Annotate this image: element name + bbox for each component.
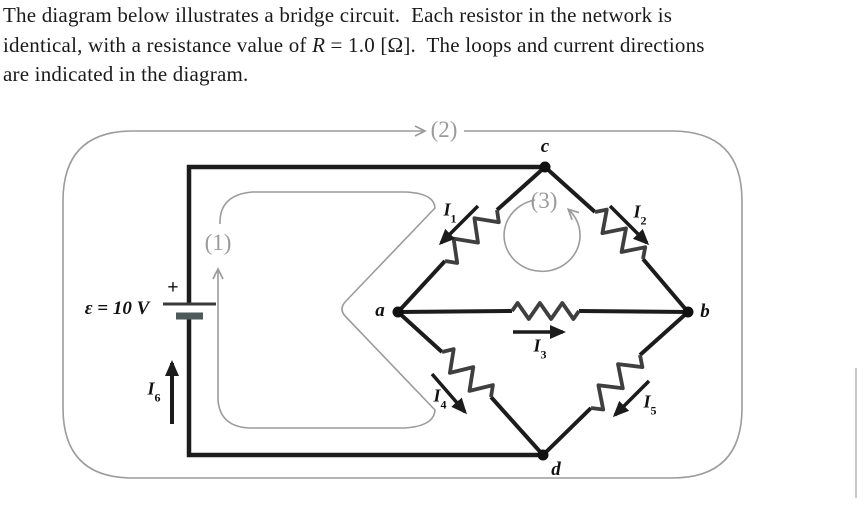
resistor-c-b: [594, 207, 648, 260]
current-label-i2: I2: [633, 201, 647, 228]
problem-statement: The diagram below illustrates a bridge c…: [3, 1, 856, 90]
node-label-c: c: [540, 136, 550, 157]
problem-line-2: identical, with a resistance value of R …: [3, 32, 705, 57]
resistor-b-d: [590, 354, 645, 412]
resistance-variable: R: [312, 32, 326, 57]
wire-battery-to-c: [186, 164, 545, 303]
node-a-dot: [392, 306, 404, 318]
current-label-i5: I5: [643, 391, 657, 418]
current-arrow-i5: [612, 379, 651, 418]
resistor-a-b: [510, 301, 581, 321]
screen-edge-artifact: [855, 368, 857, 498]
problem-line-3: are indicated in the diagram.: [3, 62, 249, 86]
wire-b-lower: [638, 310, 690, 357]
loop-label-1: (1): [204, 230, 232, 255]
current-arrow-i2: [608, 204, 650, 246]
wire-b-mid: [578, 309, 689, 314]
wire-c-a: [495, 165, 547, 212]
current-arrow-i1: [438, 204, 480, 246]
problem-line-1: The diagram below illustrates a bridge c…: [3, 3, 673, 27]
node-label-b: b: [700, 301, 710, 322]
battery-emf-label: ε = 10 V: [84, 298, 150, 319]
wire-c-b: [543, 165, 597, 214]
node-label-a: a: [375, 300, 385, 321]
node-b-dot: [682, 306, 694, 318]
node-label-d: d: [551, 459, 561, 480]
wire-d-right: [541, 406, 593, 457]
node-d-dot: [537, 449, 549, 461]
current-label-i4: I4: [433, 385, 447, 412]
current-arrow-i4: [430, 372, 467, 415]
current-label-i1: I1: [443, 199, 457, 226]
wire-b-upper: [641, 257, 690, 314]
node-c-dot: [539, 161, 551, 173]
loop1-path: [212, 191, 436, 429]
resistor-a-d: [441, 347, 495, 398]
current-label-i6: I6: [147, 378, 161, 405]
current-label-i3: I3: [533, 335, 547, 362]
wire-a-upper: [396, 259, 447, 314]
battery-plus-sign: +: [167, 276, 179, 299]
wire-d-left: [489, 395, 545, 457]
resistor-c-a: [444, 209, 501, 265]
loop3-path: [503, 199, 581, 273]
wire-a-mid: [397, 309, 513, 314]
loop2-path: [62, 125, 743, 479]
wire-battery-to-d: [186, 317, 543, 458]
wire-a-lower: [396, 310, 444, 354]
loop-label-2: (2): [430, 117, 458, 142]
loop-label-3: (3): [530, 188, 558, 213]
